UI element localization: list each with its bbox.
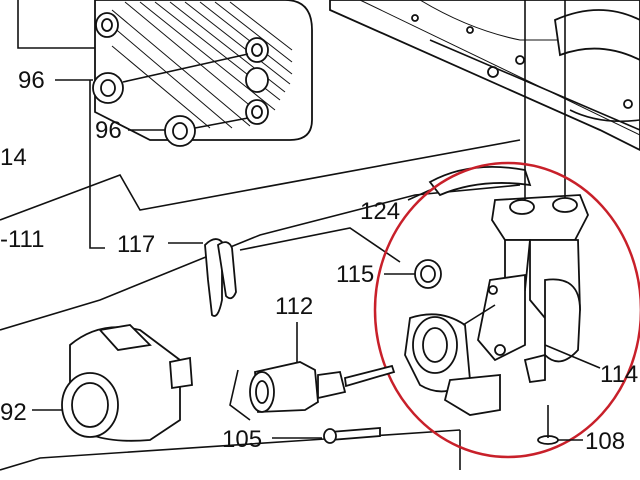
leader-117-frame (89, 80, 105, 249)
motor-92 (32, 324, 193, 442)
label-96-upper: 96 (18, 67, 45, 94)
valve-assembly-114 (404, 0, 601, 416)
clip-117 (168, 227, 401, 317)
label-124: 124 (360, 198, 400, 225)
leader-bottom (0, 429, 461, 471)
label-92: 92 (0, 399, 27, 426)
heat-exchanger (17, 0, 313, 141)
frame-plate (329, 0, 640, 152)
screw-108 (537, 405, 583, 445)
seal-96-upper (55, 53, 249, 104)
label-111: -111 (0, 226, 44, 253)
label-108: 108 (585, 428, 625, 455)
leader-valve-pin (462, 304, 496, 326)
screw-105 (272, 427, 381, 444)
oring-115 (384, 259, 442, 289)
cartridge-112 (229, 322, 396, 421)
label-105: 105 (222, 426, 262, 453)
leader-111-frame (0, 139, 521, 221)
label-96-lower: 96 (95, 117, 122, 144)
label-14: 14 (0, 144, 27, 171)
highlight-circle (373, 161, 640, 459)
seal-96-lower (128, 115, 249, 147)
label-114: 114 (600, 361, 638, 388)
label-117: 117 (117, 231, 155, 258)
label-112: 112 (275, 293, 313, 320)
leader-upper-plate (0, 184, 521, 331)
label-115: 115 (336, 261, 374, 288)
